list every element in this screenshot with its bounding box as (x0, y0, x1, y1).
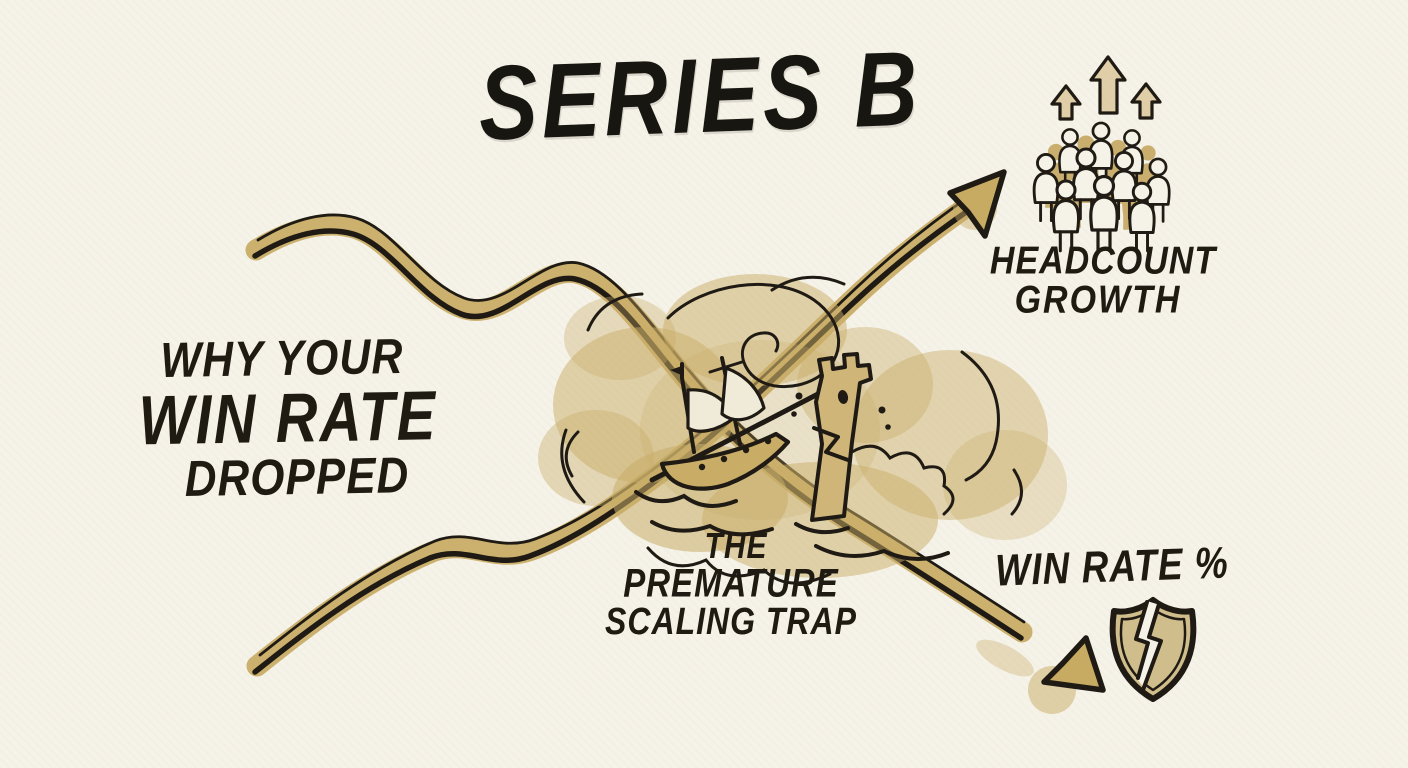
headcount-caption-line-1: HEADCOUNT (989, 239, 1217, 283)
down-arrowhead (1041, 635, 1106, 693)
crowd-icon (1032, 121, 1171, 253)
storm-cloud-icon (538, 274, 1067, 585)
trap-caption-line-2: PREMATURE (623, 560, 839, 605)
sinking-ship-icon (649, 356, 821, 491)
waves-icon (634, 490, 950, 562)
swirl-icon (666, 282, 841, 389)
headline-line-3: DROPPED (184, 447, 410, 508)
headcount-caption-line-2: GROWTH (1014, 278, 1182, 322)
crumbling-sandcastle-icon (791, 352, 891, 522)
up-arrowhead (947, 169, 1007, 239)
trap-caption-line-1: THE (704, 526, 768, 567)
headline-line-2: WIN RATE (138, 376, 438, 460)
broken-shield-icon (1109, 597, 1197, 702)
trap-caption-line-3: SCALING TRAP (605, 599, 857, 643)
page-title: SERIES B (476, 28, 924, 163)
win-rate-caption: WIN RATE % (994, 537, 1230, 596)
three-up-arrows-icon (1050, 55, 1162, 121)
